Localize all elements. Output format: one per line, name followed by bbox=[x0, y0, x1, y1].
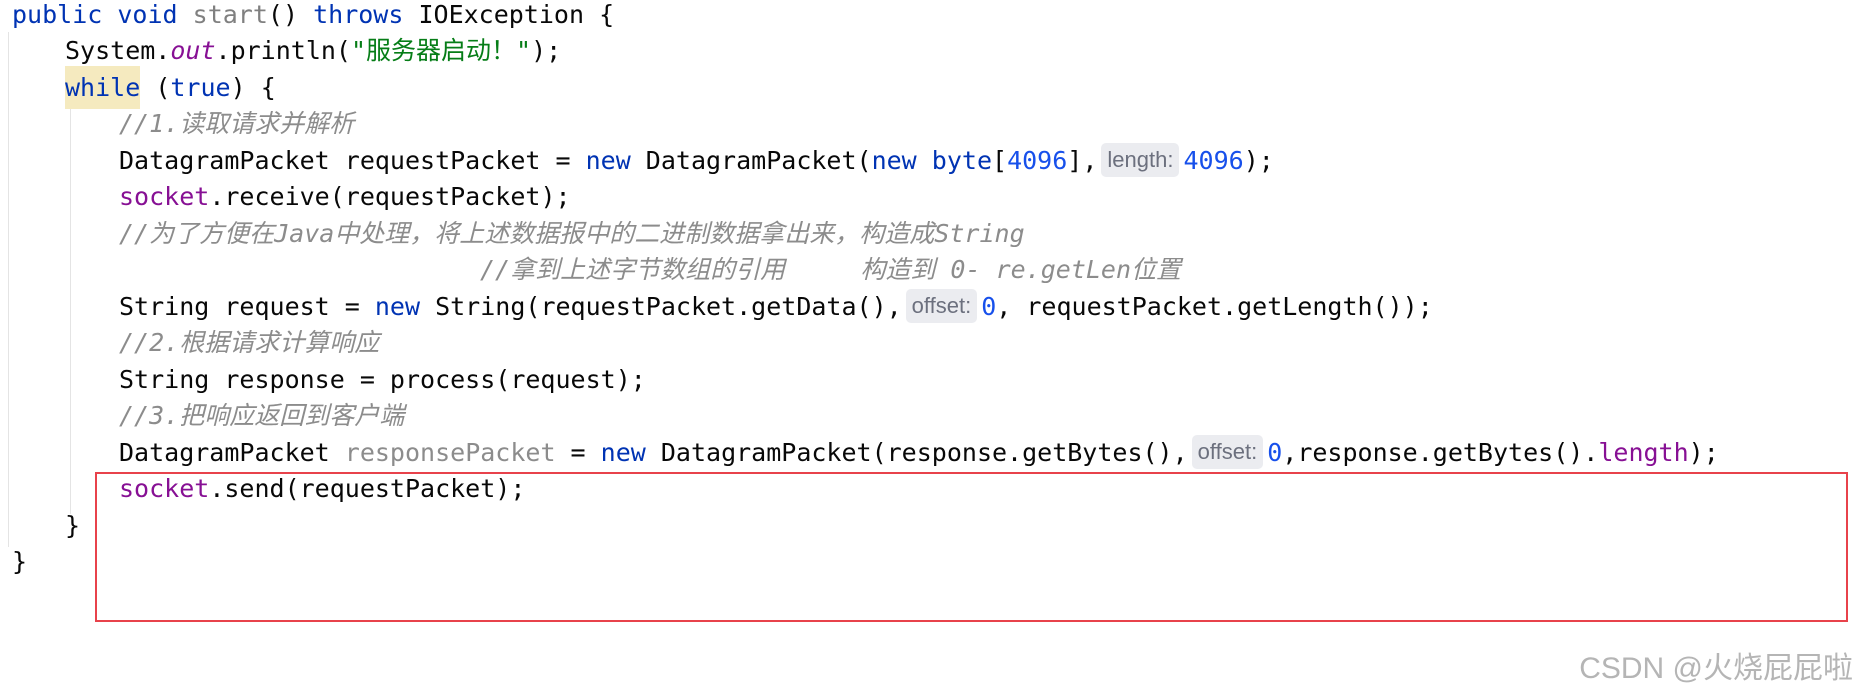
code-text: DatagramPacket( bbox=[630, 146, 872, 175]
closing-brace: } bbox=[65, 511, 81, 540]
code-text: ], bbox=[1067, 146, 1098, 175]
keyword: throws bbox=[313, 0, 404, 29]
keyword: new bbox=[600, 438, 646, 467]
unused-variable: responsePacket bbox=[344, 438, 556, 467]
code-line: public void start() throws IOException { bbox=[12, 0, 614, 36]
keyword: new bbox=[585, 146, 631, 175]
code-text: .send(requestPacket); bbox=[209, 474, 526, 503]
keyword: void bbox=[117, 0, 178, 29]
code-line: DatagramPacket requestPacket = new Datag… bbox=[119, 139, 1274, 182]
keyword: public bbox=[12, 0, 103, 29]
code-text: [ bbox=[992, 146, 1008, 175]
method-name: start bbox=[192, 0, 268, 29]
field-reference: socket bbox=[119, 182, 210, 211]
closing-brace: } bbox=[12, 547, 28, 576]
code-line: DatagramPacket responsePacket = new Data… bbox=[119, 431, 1719, 474]
number-literal: 4096 bbox=[1007, 146, 1068, 175]
code-line: String response = process(request); bbox=[119, 365, 646, 394]
code-text: String(requestPacket.getData(), bbox=[420, 292, 902, 321]
code-comment: //1.读取请求并解析 bbox=[119, 109, 355, 138]
number-literal: 0 bbox=[1267, 438, 1283, 467]
parameter-hint: offset: bbox=[905, 289, 978, 323]
field-reference: length bbox=[1598, 438, 1689, 467]
code-line: socket.receive(requestPacket); bbox=[119, 175, 571, 218]
code-line: String request = new String(requestPacke… bbox=[119, 285, 1433, 328]
code-text: DatagramPacket requestPacket = bbox=[119, 146, 586, 175]
parameter-hint: length: bbox=[1101, 143, 1180, 177]
code-text: ); bbox=[531, 36, 562, 65]
code-text: .println( bbox=[215, 36, 351, 65]
number-literal: 0 bbox=[981, 292, 997, 321]
keyword: new bbox=[374, 292, 421, 321]
number-literal: 4096 bbox=[1183, 146, 1244, 175]
indent-guide bbox=[70, 104, 71, 514]
code-text: () bbox=[267, 0, 299, 29]
code-text: ) { bbox=[230, 73, 276, 102]
keyword: new bbox=[871, 146, 917, 175]
keyword: true bbox=[170, 73, 231, 102]
code-line: while (true) { bbox=[65, 66, 276, 109]
code-text: DatagramPacket bbox=[119, 438, 345, 467]
code-text: DatagramPacket(response.getBytes(), bbox=[645, 438, 1188, 467]
keyword: byte bbox=[931, 146, 993, 175]
code-line: System.out.println("服务器启动！"); bbox=[65, 29, 561, 72]
code-line: socket.send(requestPacket); bbox=[119, 467, 525, 510]
parameter-hint: offset: bbox=[1191, 435, 1264, 469]
code-text: { bbox=[599, 0, 615, 29]
code-text: ( bbox=[140, 73, 171, 102]
string-literal: "服务器启动！" bbox=[350, 36, 532, 65]
code-text: .receive(requestPacket); bbox=[209, 182, 571, 211]
code-comment: //拿到上述字节数组的引用 构造到 0- re.getLen位置 bbox=[480, 255, 1182, 284]
code-text: String request = bbox=[119, 292, 375, 321]
code-text: ); bbox=[1243, 146, 1274, 175]
indent-guide bbox=[8, 32, 9, 547]
code-text: ); bbox=[1688, 438, 1719, 467]
code-text: = bbox=[555, 438, 601, 467]
code-text: System. bbox=[65, 36, 171, 65]
watermark: CSDN @火烧屁屁啦 bbox=[1579, 652, 1853, 685]
code-comment: //3.把响应返回到客户端 bbox=[119, 401, 405, 430]
keyword-highlighted: while bbox=[65, 66, 141, 109]
highlight-box bbox=[95, 472, 1848, 622]
code-text: ,response.getBytes(). bbox=[1282, 438, 1599, 467]
field-reference: socket bbox=[119, 474, 210, 503]
static-field: out bbox=[170, 36, 216, 65]
code-comment: //2.根据请求计算响应 bbox=[119, 328, 380, 357]
code-text: IOException bbox=[418, 0, 585, 29]
code-text: , requestPacket.getLength()); bbox=[996, 292, 1433, 321]
code-comment: //为了方便在Java中处理，将上述数据报中的二进制数据拿出来，构造成Strin… bbox=[119, 219, 1025, 248]
